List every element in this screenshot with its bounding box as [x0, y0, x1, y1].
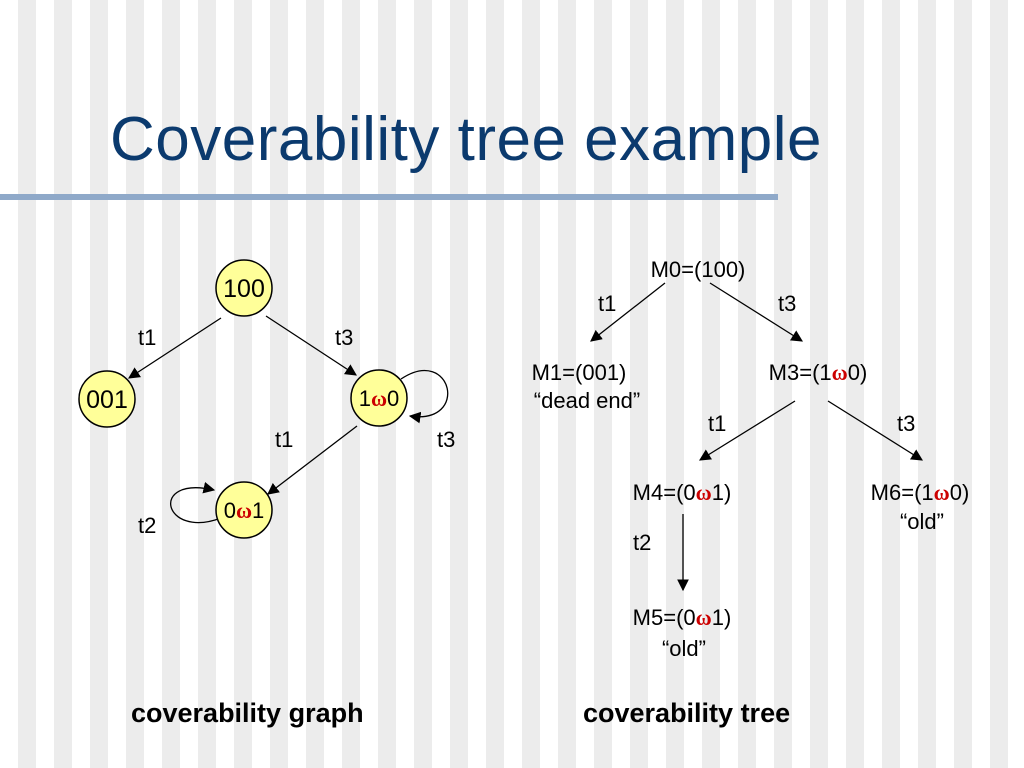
- graph-edge-100-001: [128, 317, 222, 379]
- graph-edge-label-t1-a: t1: [138, 325, 156, 350]
- graph-node-1w0: [350, 369, 408, 427]
- tree-node-m5-note: “old”: [662, 636, 706, 661]
- graph-edge-label-t1-b: t1: [275, 427, 293, 452]
- graph-node-100-label: 100: [223, 275, 265, 303]
- graph-edge-label-t2: t2: [138, 513, 156, 538]
- graph-node-0w1-label: 0ω1: [224, 498, 265, 523]
- graph-node-001-label: 001: [86, 386, 128, 414]
- graph-edge-label-t3-b: t3: [437, 427, 455, 452]
- caption-coverability-tree: coverability tree: [583, 698, 791, 728]
- graph-edge-1w0-0w1: [267, 425, 358, 495]
- graph-node-0w1: [215, 481, 273, 539]
- tree-node-m1: M1=(001): [532, 360, 627, 385]
- graph-selfloop-0w1: [170, 481, 222, 524]
- tree-node-m3: M3=(1ω0): [769, 360, 868, 385]
- tree-edge-label-m3-m6: t3: [897, 411, 915, 436]
- tree-node-m6-note: “old”: [900, 509, 944, 534]
- coverability-tree: t1 t3 t1 t3 t2 M0=(100) M1=(001) “dead e…: [532, 257, 970, 661]
- tree-node-m1-note: “dead end”: [534, 388, 640, 413]
- coverability-graph: t1 t3 t1 t3 t2 100 001 1ω0 0ω1: [78, 259, 455, 539]
- tree-edge-label-m4-m5: t2: [633, 530, 651, 555]
- tree-node-m4: M4=(0ω1): [633, 480, 732, 505]
- tree-node-m6: M6=(1ω0): [871, 480, 970, 505]
- tree-edge-m3-m4: [699, 400, 796, 461]
- tree-node-m0: M0=(100): [651, 257, 746, 282]
- slide-title: Coverability tree example: [110, 105, 823, 174]
- graph-edge-label-t3-a: t3: [335, 325, 353, 350]
- tree-edge-label-m0-m1: t1: [598, 291, 616, 316]
- tree-edge-m0-m3: [709, 282, 803, 342]
- caption-coverability-graph: coverability graph: [131, 698, 364, 728]
- tree-node-m5: M5=(0ω1): [633, 605, 732, 630]
- tree-edge-m0-m1: [590, 282, 666, 342]
- graph-edge-100-1w0: [265, 315, 357, 376]
- graph-node-001: [78, 370, 136, 428]
- graph-node-1w0-label: 1ω0: [359, 386, 400, 411]
- graph-selfloop-1w0: [400, 370, 449, 424]
- tree-edge-label-m3-m4: t1: [708, 411, 726, 436]
- graph-node-100: [215, 259, 273, 317]
- tree-edge-m3-m6: [827, 400, 923, 461]
- tree-edge-label-m0-m3: t3: [778, 291, 796, 316]
- title-underline: [0, 194, 778, 200]
